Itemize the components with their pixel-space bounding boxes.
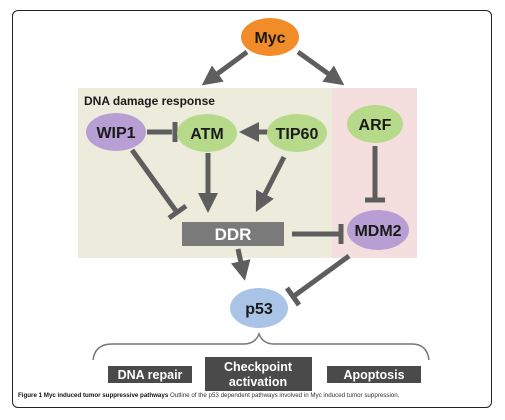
- edge-myc-dna-damage: [201, 49, 249, 86]
- node-arf-label: ARF: [359, 117, 392, 134]
- caption-text: Outline of the p53 dependent pathways in…: [170, 392, 400, 399]
- outcome-dna-repair: DNA repair: [108, 366, 192, 383]
- node-myc: Myc: [241, 18, 299, 56]
- outcome-apoptosis: Apoptosis: [327, 366, 421, 383]
- figure-caption: Figure 1 Myc induced tumor suppressive p…: [18, 392, 399, 399]
- outcome-checkpoint-label-2: activation: [229, 375, 287, 389]
- node-arf: ARF: [347, 105, 403, 143]
- node-wip1-label: WIP1: [96, 125, 135, 142]
- node-mdm2-label: MDM2: [354, 223, 401, 240]
- edge-mdm2-p53: [292, 253, 351, 299]
- outcome-checkpoint-activation: Checkpoint activation: [205, 357, 312, 391]
- node-tip60: TIP60: [267, 114, 327, 152]
- outcome-brace: [92, 331, 430, 361]
- edge-wip1-ddr: [129, 148, 179, 213]
- node-tip60-label: TIP60: [276, 126, 319, 143]
- node-p53-label: p53: [245, 301, 273, 318]
- edge-tip60-ddr: [255, 155, 287, 213]
- outcome-apoptosis-label: Apoptosis: [343, 368, 404, 382]
- node-atm-label: ATM: [190, 126, 223, 143]
- node-atm: ATM: [177, 114, 237, 152]
- edge-wip1-ddr-bar: [167, 203, 188, 221]
- outcome-dna-repair-label: DNA repair: [118, 368, 183, 382]
- node-mdm2: MDM2: [347, 210, 409, 250]
- dna-damage-region-label: DNA damage response: [84, 94, 215, 108]
- outcome-checkpoint-label-1: Checkpoint: [224, 360, 293, 374]
- caption-label: Figure 1 Myc induced tumor suppressive p…: [18, 392, 169, 399]
- node-ddr: DDR: [182, 222, 284, 246]
- edge-mdm2-p53-bar: [284, 286, 302, 307]
- node-wip1: WIP1: [86, 113, 146, 151]
- node-p53: p53: [230, 288, 288, 328]
- node-myc-label: Myc: [254, 30, 285, 47]
- edge-ddr-p53: [230, 248, 251, 281]
- edge-myc-arf: [296, 49, 345, 86]
- node-ddr-label: DDR: [215, 225, 252, 244]
